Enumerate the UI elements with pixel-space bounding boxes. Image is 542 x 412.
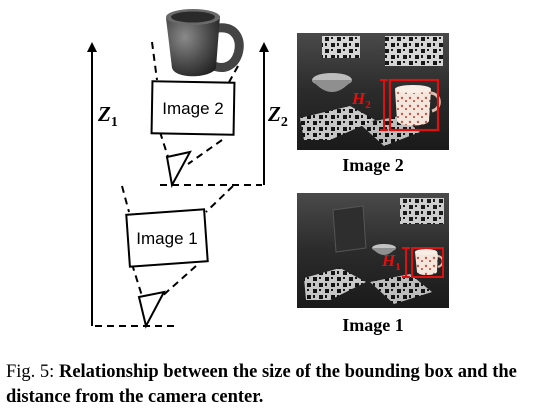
mug-object-icon (166, 9, 244, 77)
bbox-image1 (411, 247, 444, 278)
image2-plane-label: Image 2 (162, 99, 223, 118)
caption-body: Relationship between the size of the bou… (6, 362, 517, 407)
photo-image2: H2 (297, 33, 449, 150)
distance-diagram: Z1 Z2 Image 2 Image 1 (87, 9, 288, 329)
frustum1-left-bottom (131, 263, 143, 297)
photo-image1-caption: Image 1 (342, 315, 404, 335)
frustum1-left-top (121, 185, 130, 213)
z2-label: Z2 (267, 102, 288, 130)
photo-image2-caption: Image 2 (342, 155, 404, 175)
image2-plane (150, 80, 236, 136)
h2-label: H2 (351, 89, 371, 111)
bbox-image2 (388, 78, 440, 132)
frustum2-right-top (227, 65, 239, 85)
figure: Z1 Z2 Image 2 Image 1 (87, 9, 449, 335)
z1-label: Z1 (97, 102, 118, 130)
h1-label: H1 (381, 251, 401, 273)
frustum1-right-bottom (159, 265, 197, 299)
frustum2-left-top (151, 41, 158, 81)
photo-image1: H1 (297, 193, 449, 308)
image1-plane (125, 208, 209, 268)
frustum2-left-bottom (159, 131, 170, 161)
caption-prefix: Fig. 5: (6, 362, 59, 382)
figure-caption: Fig. 5: Relationship between the size of… (6, 360, 538, 410)
camera2-icon (165, 150, 192, 188)
frustum1-right-top (205, 185, 234, 213)
camera1-icon (137, 290, 166, 329)
image1-plane-label: Image 1 (136, 229, 197, 248)
frustum2-right-bottom (187, 139, 223, 165)
